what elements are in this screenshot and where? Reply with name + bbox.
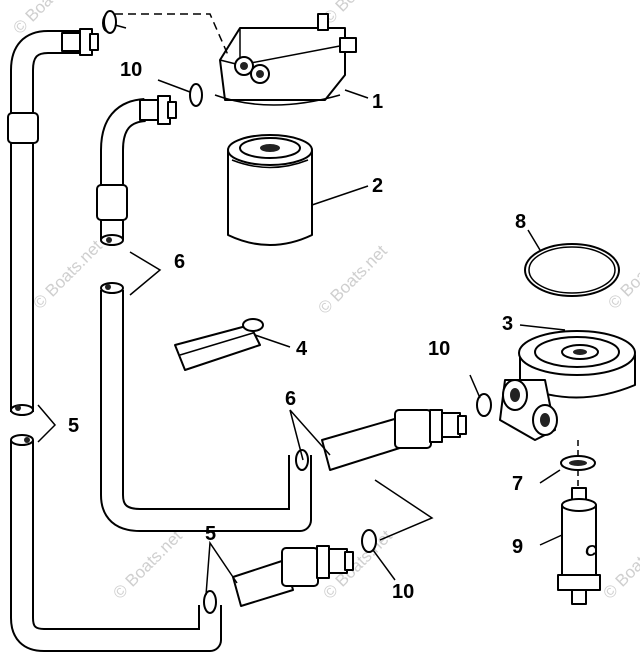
o-ring-large xyxy=(524,243,620,297)
watermark: © Boats.net xyxy=(109,526,186,603)
hose-left-outer xyxy=(7,30,82,416)
filter-adapter xyxy=(214,13,357,106)
fitting-lower xyxy=(232,545,354,607)
callout-4: 4 xyxy=(296,338,308,360)
sender-marking: C xyxy=(585,543,597,560)
callout-9: 9 xyxy=(512,536,523,558)
o-ring-mid xyxy=(476,393,492,417)
watermark: © Boats.net xyxy=(319,0,396,28)
watermark: © Boats.net xyxy=(604,236,640,313)
callout-10b: 10 xyxy=(428,338,450,360)
washer-hole xyxy=(569,460,587,466)
fitting-mid xyxy=(321,409,467,471)
callout-2: 2 xyxy=(372,175,383,197)
o-ring-top-2 xyxy=(189,83,203,107)
pressure-sender: C xyxy=(557,487,601,605)
dashed-connection-line xyxy=(115,13,229,56)
hose-clamp xyxy=(174,318,264,371)
callout-5b: 5 xyxy=(205,523,216,545)
callout-labels: 1 2 3 4 5 5 6 6 7 8 9 10 10 10 xyxy=(68,59,526,603)
watermark: © Boats.net xyxy=(29,236,106,313)
fitting-top-left xyxy=(61,14,112,56)
hose-left-lower xyxy=(10,434,223,652)
hose-elbow-upper xyxy=(96,95,177,246)
callout-8: 8 xyxy=(515,211,526,233)
o-ring-top-1 xyxy=(103,10,117,34)
watermark: © Boats.net xyxy=(314,241,391,318)
callout-6a: 6 xyxy=(174,251,185,273)
leader-lines xyxy=(37,24,566,596)
callout-3: 3 xyxy=(502,313,513,335)
callout-6b: 6 xyxy=(285,388,296,410)
watermark: © Boats.net xyxy=(599,526,640,603)
callout-7: 7 xyxy=(512,473,523,495)
oil-filter xyxy=(227,134,313,246)
callout-10c: 10 xyxy=(392,581,414,603)
filter-housing xyxy=(499,330,636,441)
callout-5a: 5 xyxy=(68,415,79,437)
o-ring-large-inner xyxy=(528,246,616,294)
callout-10a: 10 xyxy=(120,59,142,81)
hose-middle xyxy=(100,282,312,532)
o-ring-lower xyxy=(361,529,377,553)
callout-1: 1 xyxy=(372,91,383,113)
